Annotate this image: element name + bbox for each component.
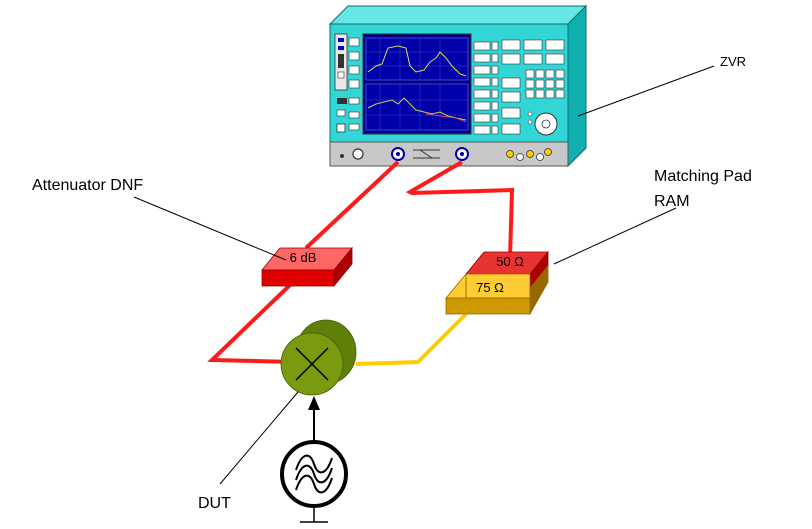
pad-value-upper: 50 Ω bbox=[496, 254, 524, 269]
keypad bbox=[501, 39, 565, 135]
mixer-x-icon bbox=[295, 347, 329, 381]
cable-port1-to-attenuator bbox=[304, 160, 400, 250]
cables bbox=[207, 160, 515, 366]
cable-pad-to-dut bbox=[355, 312, 468, 366]
leader-attenuator bbox=[133, 196, 287, 261]
rotary-knob-icon bbox=[527, 111, 558, 136]
leader-dut bbox=[219, 391, 299, 485]
softkeys bbox=[473, 41, 499, 135]
zvr-instrument bbox=[328, 4, 588, 168]
cable-port2-to-pad bbox=[405, 160, 515, 259]
attenuator-block: 6 dB bbox=[261, 246, 353, 288]
attenuator-value: 6 dB bbox=[290, 250, 317, 265]
label-attenuator: Attenuator DNF bbox=[32, 177, 143, 194]
zvr-screen bbox=[362, 33, 472, 135]
matching-pad-block: 50 Ω 75 Ω bbox=[445, 250, 549, 316]
cable-attenuator-to-dut bbox=[207, 283, 297, 364]
front-connectors bbox=[340, 147, 552, 161]
lo-arrow bbox=[308, 396, 320, 440]
leader-zvr bbox=[577, 65, 715, 117]
dut-device bbox=[280, 319, 357, 396]
label-dut: DUT bbox=[198, 495, 231, 512]
ground-icon bbox=[300, 506, 328, 523]
pad-value-lower: 75 Ω bbox=[476, 280, 504, 295]
label-matching-pad: Matching Pad bbox=[654, 168, 752, 185]
leader-matching-pad bbox=[553, 207, 677, 265]
label-zvr: ZVR bbox=[720, 54, 746, 69]
label-matching-pad-ram: RAM bbox=[654, 193, 690, 210]
leader-lines bbox=[133, 65, 715, 485]
left-controls bbox=[334, 33, 360, 133]
sine-source-icon bbox=[280, 440, 348, 508]
